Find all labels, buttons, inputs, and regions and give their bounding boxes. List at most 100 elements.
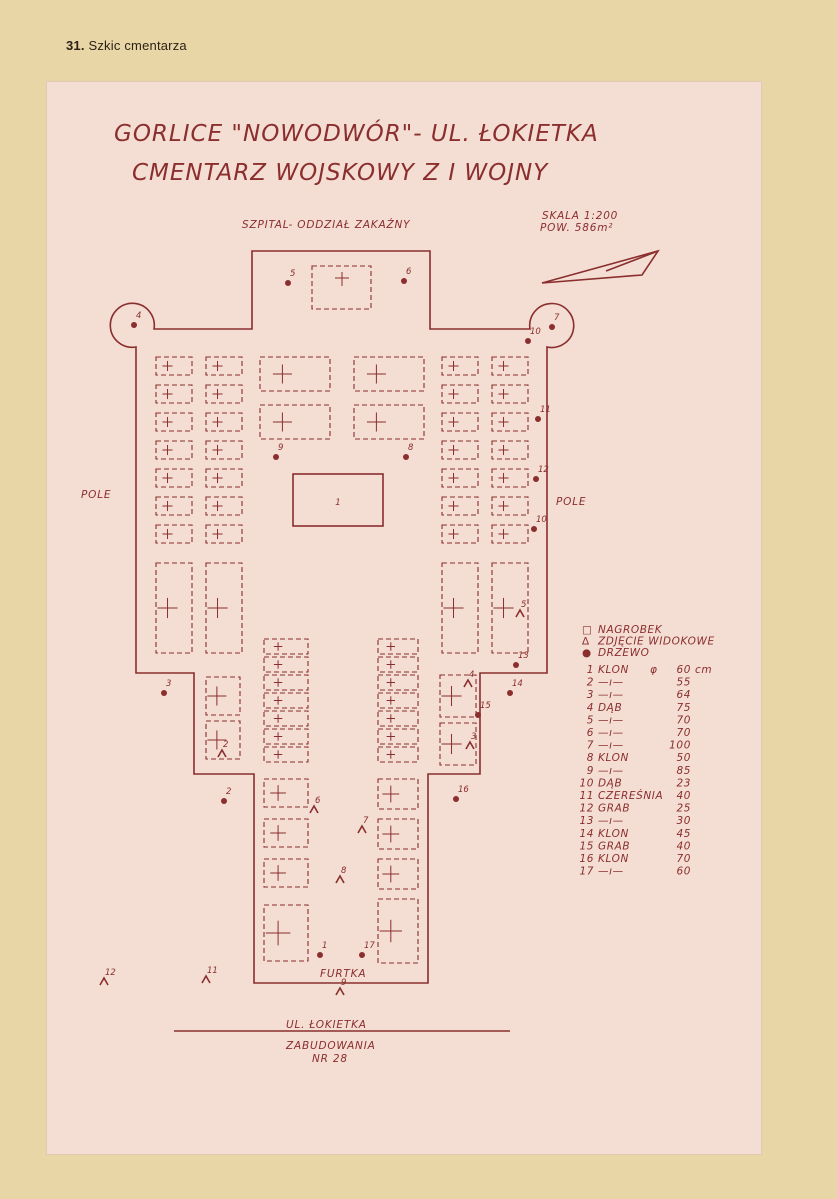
page-caption: 31. Szkic cmentarza: [66, 38, 187, 53]
legend-tree-row: 6—ı—70: [587, 727, 691, 739]
grave: [263, 904, 309, 962]
svg-text:GRAB: GRAB: [598, 840, 630, 852]
svg-text:φ: φ: [650, 664, 658, 676]
svg-text:14: 14: [579, 828, 594, 840]
grave: [155, 412, 193, 432]
svg-text:ZDJĘCIE WIDOKOWE: ZDJĘCIE WIDOKOWE: [597, 636, 715, 648]
grave: [263, 710, 309, 727]
legend-symbol: ∆ZDJĘCIE WIDOKOWE: [581, 636, 715, 648]
grave: [263, 818, 309, 848]
grave: [263, 692, 309, 709]
svg-text:64: 64: [676, 689, 691, 701]
svg-text:CZEREŚNIA: CZEREŚNIA: [598, 789, 663, 802]
svg-text:7: 7: [587, 740, 594, 752]
svg-text:3: 3: [587, 689, 594, 701]
svg-text:3: 3: [471, 732, 476, 742]
svg-text:55: 55: [676, 677, 691, 689]
legend-tree-row: 3—ı—64: [587, 689, 691, 701]
grave: [377, 638, 419, 655]
grave-top: [311, 265, 372, 310]
svg-text:70: 70: [676, 853, 691, 865]
building-label-line1: ZABUDOWANIA: [285, 1040, 376, 1052]
tree-marker-label: 14: [512, 679, 523, 689]
grave: [377, 674, 419, 691]
svg-text:15: 15: [579, 840, 594, 852]
legend-tree-row: 13—ı—30: [579, 815, 690, 827]
photo-marker: 3: [465, 732, 476, 750]
svg-text:17: 17: [579, 866, 594, 878]
map-title-line2: CMENTARZ WOJSKOWY Z I WOJNY: [132, 160, 549, 186]
legend-symbol: □ NAGROBEK: [582, 624, 663, 636]
svg-text:75: 75: [676, 702, 691, 714]
grave: [155, 384, 193, 404]
street-label: UL. ŁOKIETKA: [286, 1019, 367, 1031]
tree-marker-9: [273, 454, 279, 460]
grave: [491, 412, 529, 432]
caption-text: Szkic cmentarza: [88, 38, 187, 53]
grave: [377, 746, 419, 763]
photo-marker: 11: [201, 966, 218, 984]
grave: [491, 496, 529, 516]
svg-text:40: 40: [676, 840, 691, 852]
svg-text:KLON: KLON: [598, 853, 629, 865]
grave: [205, 720, 241, 760]
svg-text:85: 85: [676, 765, 691, 777]
svg-text:1: 1: [587, 664, 594, 676]
grave: [263, 674, 309, 691]
top-label: SZPITAL- ODDZIAŁ ZAKAŹNY: [242, 218, 411, 231]
grave: [155, 440, 193, 460]
grave: [263, 778, 309, 808]
grave: [441, 496, 479, 516]
grave: [441, 356, 479, 376]
grave: [491, 468, 529, 488]
tree-marker-label: 16: [458, 785, 469, 795]
legend-symbol: ●DRZEWO: [582, 647, 649, 659]
grave: [263, 728, 309, 745]
tree-marker-11: [535, 416, 541, 422]
tree-marker-label: 4: [136, 311, 141, 321]
tree-marker-15: [475, 712, 481, 718]
svg-text:NAGROBEK: NAGROBEK: [598, 624, 663, 636]
svg-text:KLON: KLON: [598, 752, 629, 764]
grave: [259, 404, 331, 440]
tree-marker-2: [221, 798, 227, 804]
building-label-line2: NR 28: [312, 1053, 348, 1065]
tree-marker-label: 6: [406, 267, 412, 277]
svg-text:□: □: [582, 624, 593, 636]
svg-text:KLON: KLON: [598, 828, 629, 840]
tree-marker-label: 1: [322, 941, 327, 951]
tree-marker-label: 13: [518, 651, 529, 661]
gate-label: FURTKA: [320, 968, 366, 980]
tree-marker-16: [453, 796, 459, 802]
svg-text:—ı—: —ı—: [598, 740, 624, 752]
legend-tree-row: 2 —ı— 55: [587, 677, 691, 689]
grave: [377, 728, 419, 745]
grave: [205, 356, 243, 376]
svg-text:25: 25: [676, 803, 691, 815]
svg-text:—ı—: —ı—: [598, 677, 624, 689]
svg-text:16: 16: [579, 853, 594, 865]
north-arrow-icon: [541, 249, 660, 284]
grave: [205, 412, 243, 432]
grave: [491, 356, 529, 376]
svg-text:40: 40: [676, 790, 691, 802]
svg-text:—ı—: —ı—: [598, 714, 624, 726]
tree-marker-label: 11: [540, 405, 551, 415]
tree-marker-label: 12: [538, 465, 549, 475]
grave: [491, 384, 529, 404]
tree-marker-6: [401, 278, 407, 284]
tree-marker-7: [549, 324, 555, 330]
legend-tree-row: 9—ı—85: [587, 765, 691, 777]
tree-marker-label: 17: [364, 941, 375, 951]
svg-text:8: 8: [587, 752, 594, 764]
tree-marker-3: [161, 690, 167, 696]
grave: [155, 496, 193, 516]
cemetery-outline: [109, 250, 575, 984]
grave: [377, 858, 419, 890]
grave: [205, 562, 243, 654]
svg-text:2: 2: [587, 677, 594, 689]
